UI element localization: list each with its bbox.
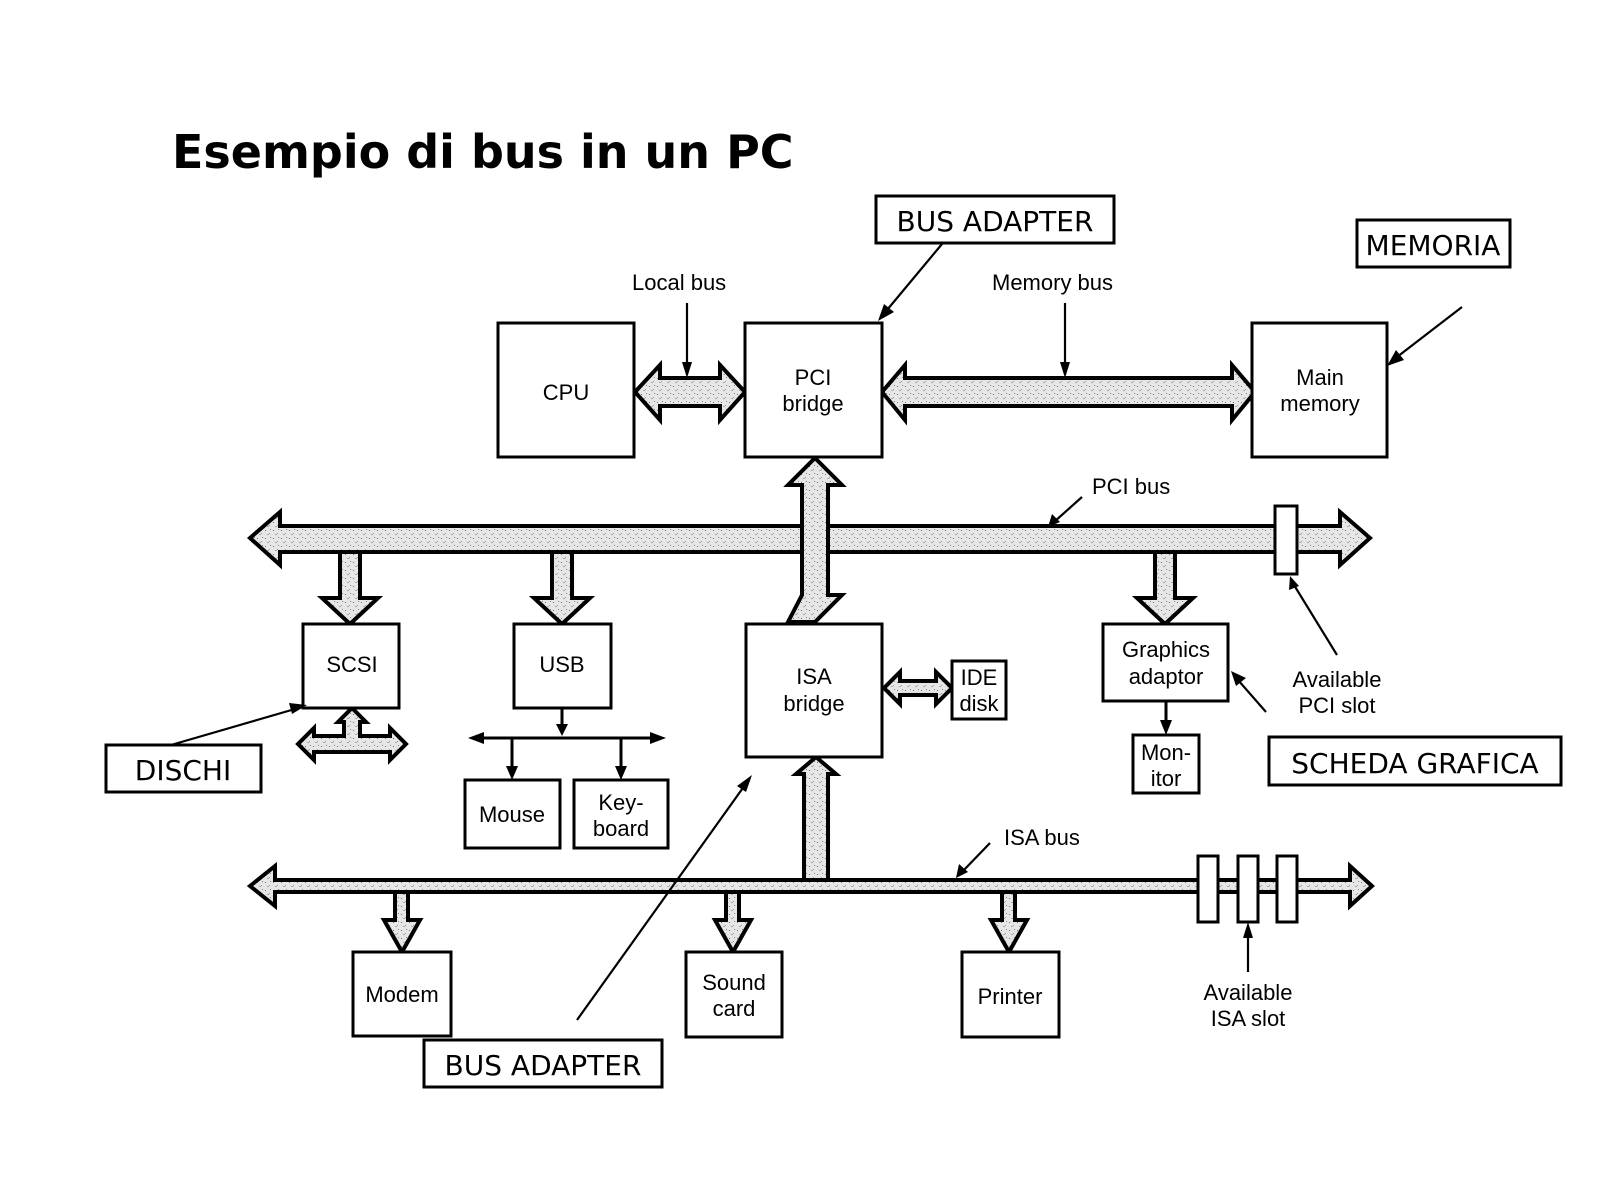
pci-bridge-label-1: PCI [795,365,832,390]
monitor-label-1: Mon- [1141,740,1191,765]
main-memory-label-1: Main [1296,365,1344,390]
isa-bridge-to-isa-bus-arrow [790,754,842,882]
memory-bus-pointer [1060,303,1070,378]
available-isa-slot-label-2: ISA slot [1211,1006,1286,1031]
keyboard-label-1: Key- [598,790,643,815]
memory-bus-arrow [879,359,1258,426]
printer-box: Printer [960,950,1061,1039]
isa-slot-1 [1196,854,1220,924]
isa-bridge-label-2: bridge [783,691,844,716]
available-isa-slot-label-1: Available [1204,980,1293,1005]
isa-bridge-box: ISA bridge [744,622,884,759]
isa-to-sound-card-arrow [711,890,755,957]
local-bus-arrow [632,359,748,426]
isa-to-modem-arrow [380,890,424,957]
sound-card-box: Sound card [684,950,784,1039]
dischi-annotation: DISCHI [104,703,307,794]
isa-to-ide-arrow [881,667,955,709]
keyboard-box: Key- board [572,778,670,850]
isa-slot-3 [1275,854,1299,924]
scheda-grafica-annotation: SCHEDA GRAFICA [1267,735,1563,787]
scsi-device-arrow [295,705,409,765]
bus-adapter-top-label: BUS ADAPTER [897,205,1094,238]
graphics-adaptor-box: Graphics adaptor [1101,622,1230,703]
pci-to-graphics-arrow [1131,550,1199,627]
ide-disk-box: IDE disk [950,659,1008,721]
cpu-label: CPU [543,380,589,405]
ide-disk-label-2: disk [959,691,999,716]
pci-to-usb-arrow [528,550,596,627]
pci-bus-pointer [1048,496,1083,527]
pci-to-scsi-arrow [316,550,384,627]
dischi-label: DISCHI [135,754,231,787]
mouse-box: Mouse [463,778,562,850]
isa-bus-label: ISA bus [1004,825,1080,850]
scsi-box: SCSI [301,622,401,710]
available-pci-slot-label-2: PCI slot [1298,693,1375,718]
usb-box: USB [512,622,613,710]
modem-label: Modem [365,982,438,1007]
memoria-label: MEMORIA [1366,229,1501,262]
cpu-box: CPU [496,321,636,459]
mouse-label: Mouse [479,802,545,827]
pci-bus-label: PCI bus [1092,474,1170,499]
keyboard-label-2: board [593,816,649,841]
isa-slot-2 [1236,854,1260,924]
main-memory-label-2: memory [1280,391,1359,416]
isa-bus-pointer [956,842,991,878]
main-memory-box: Main memory [1250,321,1389,459]
graphics-adaptor-label-2: adaptor [1129,664,1204,689]
pci-bridge-box: PCI bridge [743,321,884,459]
ide-disk-label-1: IDE [961,665,998,690]
isa-to-printer-arrow [987,890,1031,957]
pci-slot [1273,504,1299,576]
pci-slot-pointer [1289,576,1338,656]
isa-bus-arrow [246,861,1375,911]
page-title: Esempio di bus in un PC [172,125,794,179]
pci-slot-to-graphics-pointer [1231,671,1267,713]
usb-label: USB [539,652,584,677]
sound-card-label-2: card [713,996,756,1021]
modem-box: Modem [351,950,453,1038]
printer-label: Printer [978,984,1043,1009]
monitor-box: Mon- itor [1131,733,1201,795]
local-bus-label: Local bus [632,270,726,295]
scsi-label: SCSI [326,652,377,677]
memoria-annotation: MEMORIA [1355,218,1512,366]
isa-slot-pointer [1243,922,1253,972]
pci-bridge-isa-bridge-arrow [783,455,847,624]
graphics-to-monitor-arrow [1160,701,1172,735]
available-pci-slot-label-1: Available [1293,667,1382,692]
pci-bridge-label-2: bridge [782,391,843,416]
monitor-label-2: itor [1151,766,1182,791]
bus-adapter-bottom-annotation: BUS ADAPTER [422,775,752,1089]
local-bus-pointer [682,303,692,378]
graphics-adaptor-label-1: Graphics [1122,637,1210,662]
scheda-grafica-label: SCHEDA GRAFICA [1291,747,1538,780]
bus-adapter-top-annotation: BUS ADAPTER [874,194,1116,321]
sound-card-label-1: Sound [702,970,766,995]
bus-adapter-bottom-label: BUS ADAPTER [445,1049,642,1082]
isa-bridge-label-1: ISA [796,664,832,689]
usb-tree [468,708,666,780]
memory-bus-label: Memory bus [992,270,1113,295]
